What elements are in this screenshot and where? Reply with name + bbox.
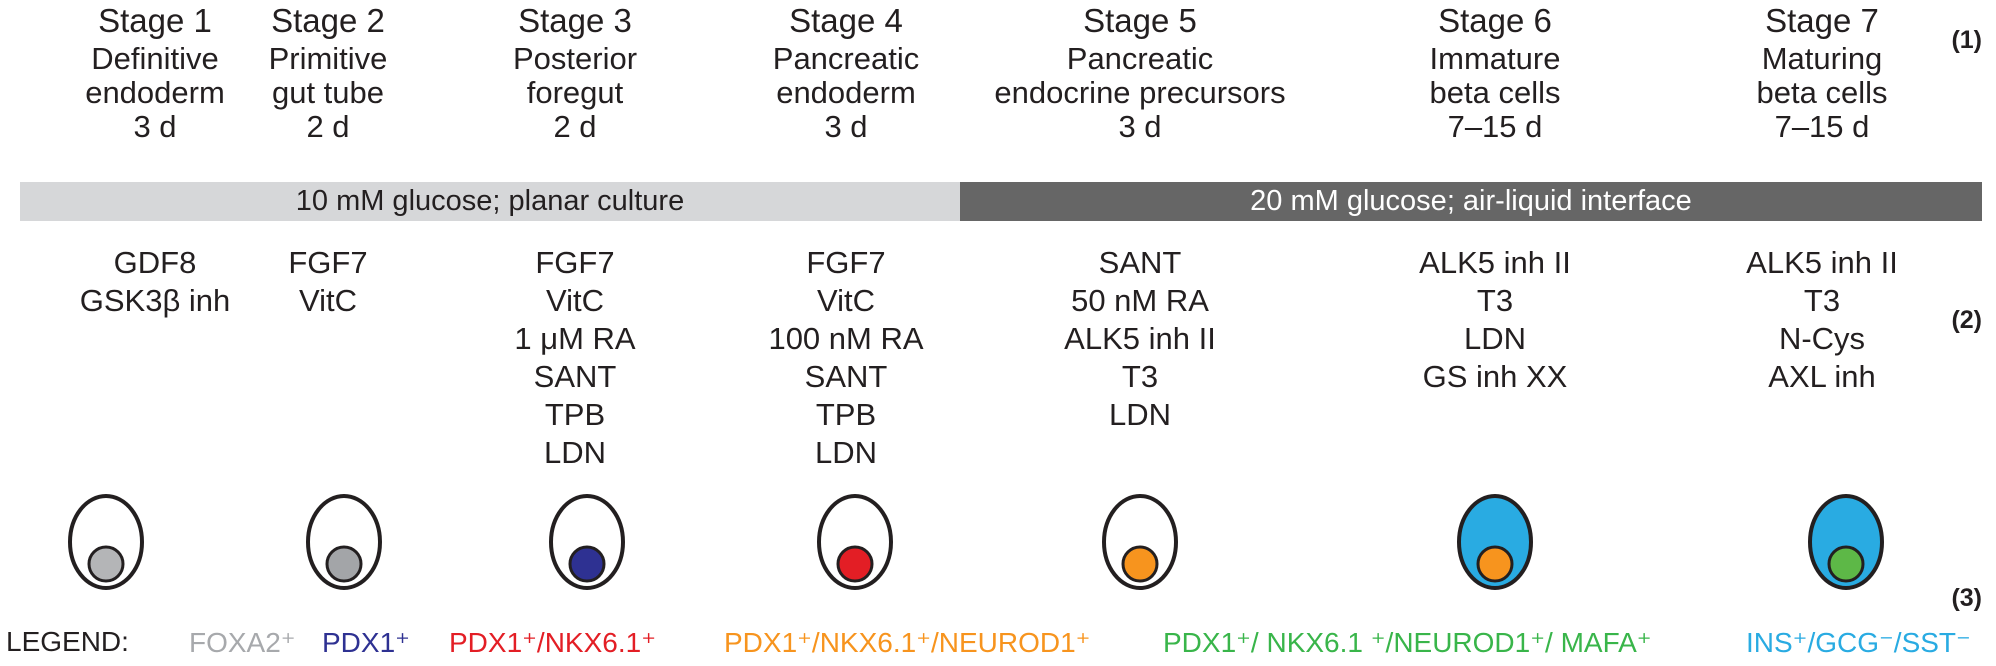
stage-title: Stage 4	[789, 2, 903, 39]
factor-item: VitC	[545, 283, 604, 318]
factor-item: FGF7	[806, 245, 886, 280]
factor-item: GDF8	[113, 245, 197, 280]
stage-name-line2: endoderm	[85, 75, 225, 110]
stage-name-line2: gut tube	[271, 75, 385, 110]
factor-item: TPB	[815, 397, 877, 432]
legend-item-ins-gcg-sst: INS⁺/GCG⁻/SST⁻	[1746, 627, 1971, 658]
stage-title: Stage 2	[271, 2, 385, 39]
section-marker-1: (1)	[1951, 26, 1982, 54]
stage-title: Stage 7	[1765, 2, 1879, 39]
stage-name-line1: Pancreatic	[1066, 41, 1214, 76]
section-marker-2: (2)	[1951, 306, 1982, 334]
stage-1-header: Stage 1 Definitive endoderm 3 d	[0, 0, 325, 144]
factor-item: T3	[1803, 283, 1841, 318]
cell-stage-7-icon	[1808, 494, 1884, 590]
legend-item-pdx1: PDX1⁺	[322, 627, 410, 658]
factor-item: T3	[1476, 283, 1514, 318]
stage-name-line2: beta cells	[1429, 75, 1561, 110]
stage-2-header: Stage 2 Primitive gut tube 2 d	[158, 0, 498, 144]
stage-duration: 3 d	[1118, 109, 1162, 144]
stage-duration: 7–15 d	[1774, 109, 1870, 144]
cell-stage-3-icon	[549, 494, 625, 590]
culture-band-air-liquid: 20 mM glucose; air-liquid interface	[960, 182, 1982, 221]
stage-name-line1: Posterior	[512, 41, 638, 76]
factor-item: ALK5 inh II	[1419, 245, 1571, 280]
factor-item: VitC	[816, 283, 875, 318]
stage-title: Stage 1	[98, 2, 212, 39]
stage-3-header: Stage 3 Posterior foregut 2 d	[405, 0, 745, 144]
factor-item: SANT	[1098, 245, 1182, 280]
stage-duration: 2 d	[553, 109, 597, 144]
cell-stage-6-icon	[1457, 494, 1533, 590]
stage-title: Stage 3	[518, 2, 632, 39]
factor-item: LDN	[814, 435, 877, 470]
factor-item: VitC	[298, 283, 357, 318]
stage-name-line2: foregut	[526, 75, 624, 110]
factor-item: ALK5 inh II	[1746, 245, 1898, 280]
factor-item: ALK5 inh II	[1064, 321, 1216, 356]
factor-item: N-Cys	[1778, 321, 1866, 356]
factor-item: AXL inh	[1768, 359, 1876, 394]
legend-item-foxa2: FOXA2⁺	[189, 627, 296, 658]
factor-item: 100 nM RA	[768, 321, 924, 356]
factor-item: FGF7	[288, 245, 368, 280]
stage-6-header: Stage 6 Immature beta cells 7–15 d	[1325, 0, 1665, 144]
culture-band-planar: 10 mM glucose; planar culture	[20, 182, 960, 221]
legend-label: LEGEND:	[6, 626, 129, 657]
factor-item: SANT	[804, 359, 888, 394]
stage-4-header: Stage 4 Pancreatic endoderm 3 d	[676, 0, 1016, 144]
cell-stage-5-icon	[1102, 494, 1178, 590]
stage-name-line1: Maturing	[1761, 41, 1883, 76]
legend-item-pdx1-nkx61-neurod1-mafa: PDX1⁺/ NKX6.1 ⁺/NEUROD1⁺/ MAFA⁺	[1163, 627, 1652, 658]
stage-name-line2: endoderm	[776, 75, 916, 110]
stage-title: Stage 6	[1438, 2, 1552, 39]
stage-duration: 7–15 d	[1447, 109, 1543, 144]
factor-item: GSK3β inh	[79, 283, 231, 318]
legend-item-pdx1-nkx61-neurod1: PDX1⁺/NKX6.1⁺/NEUROD1⁺	[724, 627, 1091, 658]
section-marker-3: (3)	[1951, 584, 1982, 612]
factor-item: 1 μM RA	[514, 321, 636, 356]
factor-item: T3	[1121, 359, 1159, 394]
stage-name-line2: endocrine precursors	[994, 75, 1286, 110]
stage-name-line2: beta cells	[1756, 75, 1888, 110]
stage-duration: 3 d	[133, 109, 177, 144]
stage-7-header: Stage 7 Maturing beta cells 7–15 d	[1652, 0, 1992, 144]
stage-duration: 3 d	[824, 109, 868, 144]
stage-duration: 2 d	[306, 109, 350, 144]
stage-title: Stage 5	[1083, 2, 1197, 39]
cell-stage-2-icon	[306, 494, 382, 590]
factor-item: LDN	[1463, 321, 1526, 356]
cell-stage-4-icon	[817, 494, 893, 590]
stage-name-line1: Primitive	[268, 41, 388, 76]
factor-item: TPB	[544, 397, 606, 432]
factor-item: SANT	[533, 359, 617, 394]
stage-name-line1: Definitive	[91, 41, 219, 76]
cell-stage-1-icon	[68, 494, 144, 590]
stage-5-header: Stage 5 Pancreatic endocrine precursors …	[970, 0, 1310, 144]
factor-item: LDN	[543, 435, 606, 470]
factor-item: FGF7	[535, 245, 615, 280]
stage-name-line1: Pancreatic	[772, 41, 920, 76]
stage-name-line1: Immature	[1429, 41, 1561, 76]
factor-item: 50 nM RA	[1071, 283, 1209, 318]
factor-item: GS inh XX	[1422, 359, 1568, 394]
factor-item: LDN	[1108, 397, 1171, 432]
legend-item-pdx1-nkx61: PDX1⁺/NKX6.1⁺	[449, 627, 656, 658]
